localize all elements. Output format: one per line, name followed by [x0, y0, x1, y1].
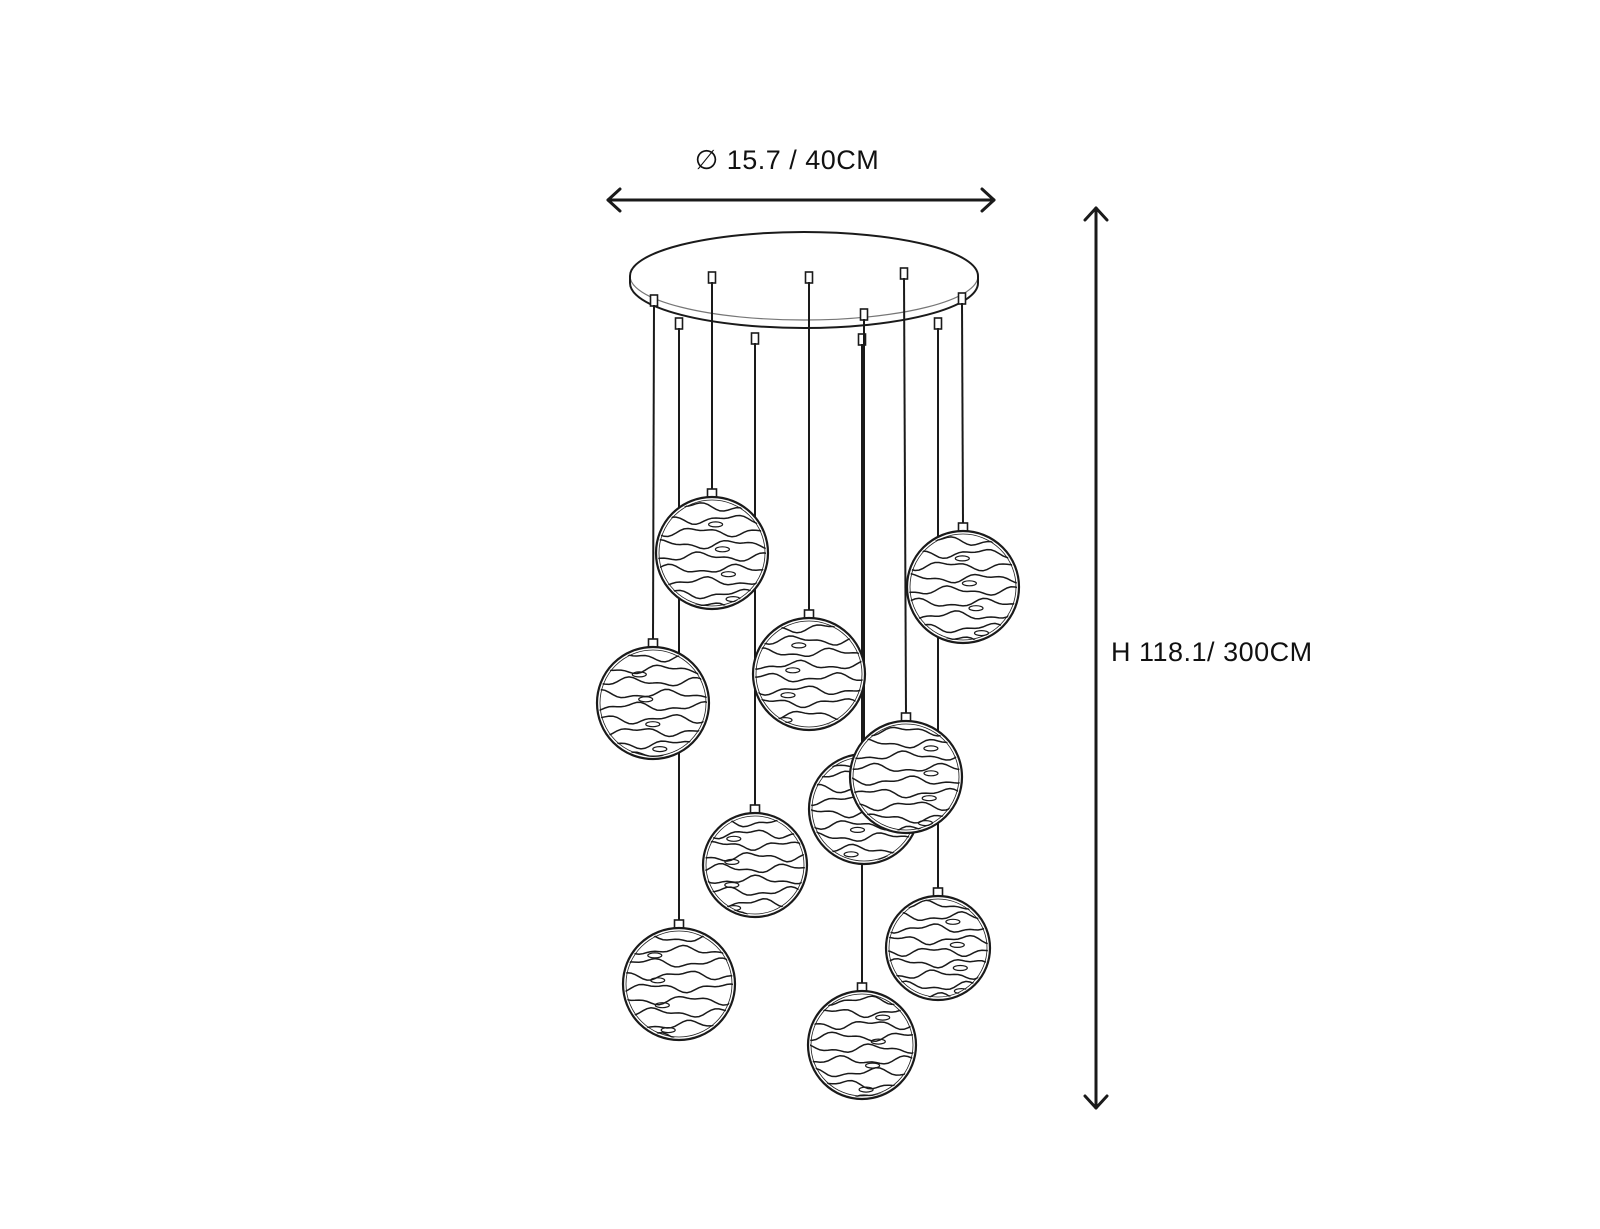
pendant-globe	[884, 887, 992, 1002]
height-dimension-arrow-icon	[1083, 206, 1109, 1110]
pendant-cable	[903, 277, 907, 715]
pendant-globe	[751, 609, 867, 732]
canopy-fitting	[804, 271, 814, 284]
canopy-fitting	[707, 271, 717, 284]
pendant-globe	[621, 919, 737, 1042]
pendant-cable	[961, 302, 964, 525]
ceiling-canopy	[629, 231, 979, 329]
diameter-dimension-arrow-icon	[606, 187, 996, 213]
canopy-fitting	[933, 317, 943, 330]
canopy-fitting	[649, 294, 659, 307]
pendant-globe	[848, 712, 964, 835]
pendant-globe	[595, 638, 711, 761]
diameter-dimension-label: ∅ 15.7 / 40CM	[694, 145, 880, 175]
pendant-globe	[905, 522, 1021, 645]
canopy-fitting	[957, 292, 967, 305]
pendant-globe	[806, 982, 918, 1101]
pendant-globes	[595, 488, 1021, 1101]
pendant-globe	[701, 804, 809, 919]
pendant-cable	[652, 304, 655, 641]
canopy-fitting	[750, 332, 760, 345]
canopy-fitting	[899, 267, 909, 280]
canopy-fitting	[674, 317, 684, 330]
height-dimension-label: H 118.1/ 300CM	[1111, 637, 1313, 667]
canopy-fitting	[859, 308, 869, 321]
pendant-globe	[654, 488, 770, 611]
